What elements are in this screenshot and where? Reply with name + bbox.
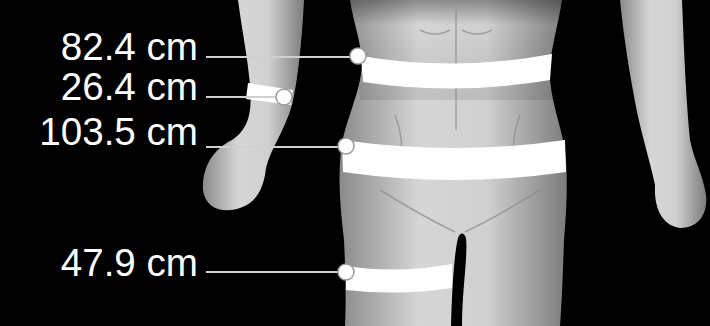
label-slot: 26.4 cm <box>0 66 198 108</box>
dimension-label: 82.4 cm <box>0 26 198 68</box>
torso <box>340 0 567 326</box>
dimension-label: 103.5 cm <box>0 111 198 153</box>
label-slot: 103.5 cm <box>0 111 198 153</box>
label-slot: 82.4 cm <box>0 26 198 68</box>
leader-lines <box>206 57 356 272</box>
leader-dots <box>276 48 366 280</box>
label-slot: 47.9 cm <box>0 242 198 284</box>
body-contours <box>380 10 540 232</box>
dimension-label: 26.4 cm <box>0 66 198 108</box>
dimension-label: 47.9 cm <box>0 242 198 284</box>
right-arm <box>620 0 706 228</box>
left-arm <box>203 0 304 210</box>
tape-bands <box>246 54 566 293</box>
